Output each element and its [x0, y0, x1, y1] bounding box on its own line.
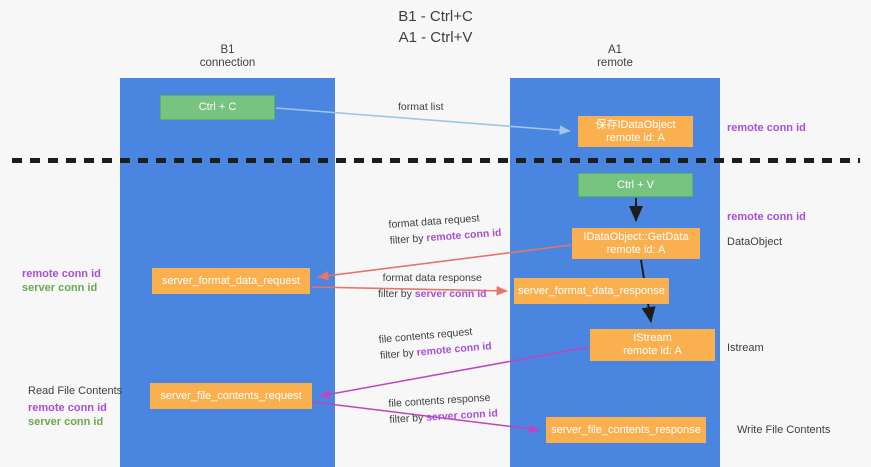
note-left-remote-conn-id: remote conn id — [22, 268, 101, 280]
box-server-file-contents-request-label: server_file_contents_request — [160, 389, 302, 402]
lane-header-a1: A1 remote — [510, 44, 720, 70]
note-right-remote-conn-id-mid: remote conn id — [727, 211, 806, 225]
note-right-dataobject: DataObject — [727, 236, 782, 250]
edge-format-data-request — [317, 244, 572, 281]
box-istream-title: IStream — [633, 332, 672, 344]
title-line-2: A1 - Ctrl+V — [398, 29, 473, 46]
note-right-dataobject-text: DataObject — [727, 236, 783, 248]
lane-header-a1-role: remote — [597, 57, 633, 69]
box-server-format-data-request-label: server_format_data_request — [161, 274, 301, 287]
lane-header-b1-name: B1 — [220, 44, 235, 56]
note-left-remote-conn-id-2: remote conn id — [28, 402, 107, 414]
box-ctrl-c[interactable]: Ctrl + C — [160, 95, 275, 120]
note-right-write-file-contents-text: Write File Contents — [737, 424, 831, 436]
diagram-title: B1 - Ctrl+C A1 - Ctrl+V — [0, 6, 871, 48]
edge-label-format-data-response-line2: filter by server conn id — [378, 286, 487, 302]
box-istream[interactable]: IStream remote id: A — [590, 329, 715, 361]
edge-label-file-contents-response: file contents response filter by server … — [388, 389, 498, 428]
note-right-remote-conn-id-top-text: remote conn id — [727, 122, 806, 134]
edge-format-data-response — [311, 285, 508, 296]
box-server-format-data-request[interactable]: server_format_data_request — [152, 268, 310, 294]
lane-header-b1: B1 connection — [120, 44, 335, 70]
phase-divider — [12, 158, 860, 163]
box-idataobject-title: 保存IDataObject — [595, 118, 676, 131]
note-left-conn-ids-2: remote conn id server conn id — [28, 402, 107, 429]
box-server-file-contents-request[interactable]: server_file_contents_request — [150, 383, 312, 409]
edge-label-format-data-response: format data response filter by server co… — [378, 270, 487, 302]
edge-format-list — [275, 107, 571, 135]
edge-label-format-data-response-line1: format data response — [382, 272, 482, 284]
lane-header-a1-name: A1 — [607, 44, 623, 56]
box-idataobject-getdata[interactable]: IDataObject::GetData remote id: A — [572, 228, 700, 259]
box-server-format-data-response-label: server_format_data_response — [518, 284, 665, 297]
box-server-format-data-response[interactable]: server_format_data_response — [514, 278, 669, 304]
filter-prefix: filter by — [389, 411, 427, 426]
filter-key-server-conn-id: server conn id — [414, 288, 487, 300]
edge-label-format-list: format list — [398, 99, 444, 115]
box-server-file-contents-response[interactable]: server_file_contents_response — [546, 417, 706, 443]
filter-key-server-conn-id: server conn id — [425, 407, 499, 424]
box-ctrl-v-label: Ctrl + V — [617, 178, 654, 191]
note-right-remote-conn-id-top: remote conn id — [727, 122, 806, 136]
note-right-remote-conn-id-mid-text: remote conn id — [727, 211, 806, 223]
note-left-server-conn-id: server conn id — [22, 281, 98, 294]
box-ctrl-c-label: Ctrl + C — [198, 101, 237, 113]
note-left-server-conn-id-2: server conn id — [28, 415, 104, 428]
box-getdata-subtitle: remote id: A — [606, 243, 666, 256]
title-line-1: B1 - Ctrl+C — [398, 8, 473, 25]
note-right-istream-text: Istream — [727, 342, 764, 354]
note-right-write-file-contents: Write File Contents — [737, 424, 830, 438]
note-right-istream: Istream — [727, 342, 764, 356]
lane-header-b1-role: connection — [199, 57, 256, 69]
edge-file-contents-request — [319, 346, 590, 399]
box-istream-subtitle: remote id: A — [623, 345, 682, 357]
box-idataobject-subtitle: remote id: A — [606, 131, 665, 144]
filter-prefix: filter by — [389, 232, 427, 247]
filter-prefix: filter by — [378, 288, 415, 300]
box-idataobject[interactable]: 保存IDataObject remote id: A — [578, 116, 693, 147]
filter-prefix: filter by — [379, 346, 418, 362]
box-getdata-title: IDataObject::GetData — [583, 230, 689, 243]
note-left-conn-ids: remote conn id server conn id — [22, 268, 101, 295]
edge-label-format-list-text: format list — [398, 101, 444, 113]
box-ctrl-v[interactable]: Ctrl + V — [578, 173, 693, 197]
note-left-read-file-contents: Read File Contents — [28, 385, 122, 399]
box-server-file-contents-response-label: server_file_contents_response — [551, 423, 701, 436]
note-left-read-file-contents-text: Read File Contents — [28, 385, 123, 397]
edge-file-contents-response — [312, 401, 540, 434]
